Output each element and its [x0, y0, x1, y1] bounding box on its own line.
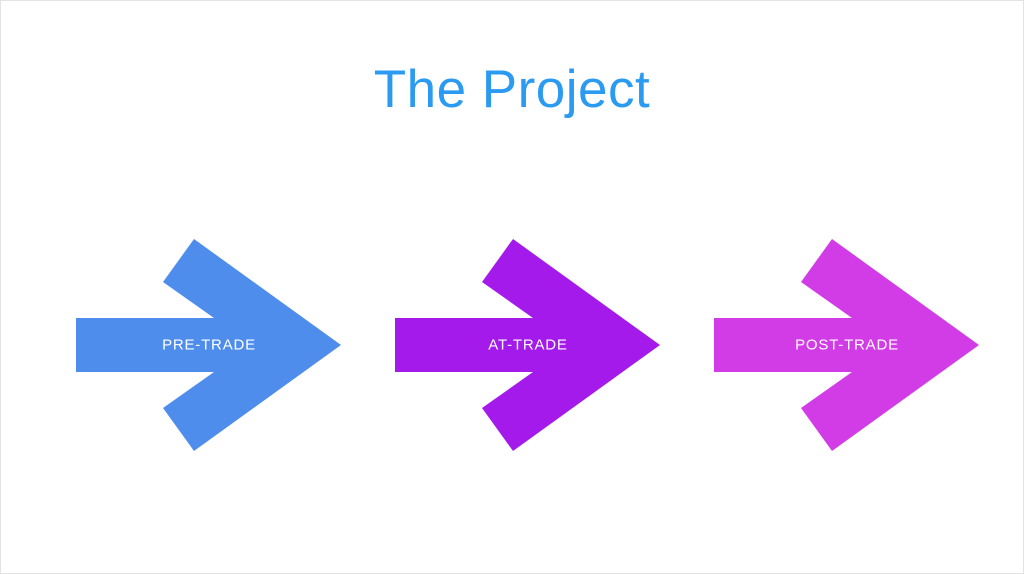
arrow-shape: [76, 239, 341, 451]
chevron-arrow-icon: [395, 239, 660, 451]
slide-title: The Project: [373, 60, 651, 119]
arrow-label: PRE-TRADE: [162, 336, 256, 354]
process-step-post-trade: POST-TRADE: [714, 238, 980, 452]
arrow-shape: [395, 239, 660, 451]
chevron-arrow-icon: [714, 239, 979, 451]
process-step-pre-trade: PRE-TRADE: [76, 238, 342, 452]
arrow-shape: [714, 239, 979, 451]
process-step-at-trade: AT-TRADE: [395, 238, 661, 452]
arrow-label: POST-TRADE: [795, 336, 899, 354]
arrow-label: AT-TRADE: [488, 336, 568, 354]
chevron-arrow-icon: [76, 239, 341, 451]
